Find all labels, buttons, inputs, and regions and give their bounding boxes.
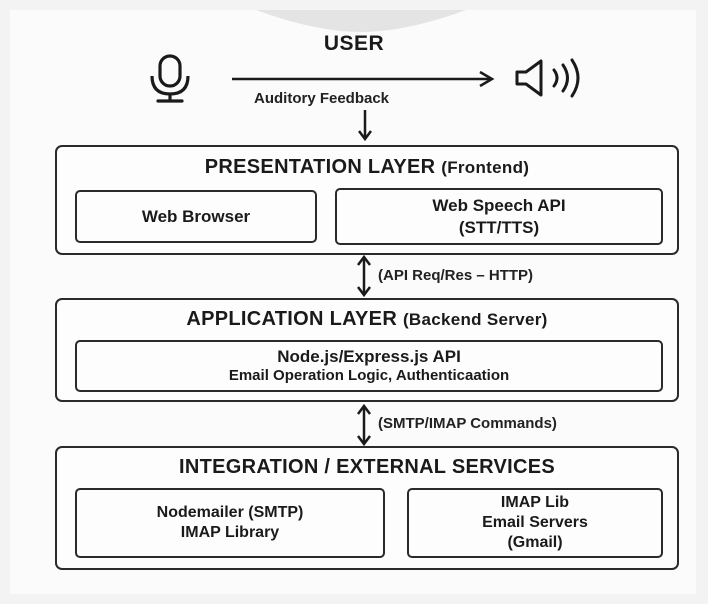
integration-layer: INTEGRATION / EXTERNAL SERVICES Nodemail… xyxy=(55,446,679,570)
auditory-feedback-label: Auditory Feedback xyxy=(254,90,390,107)
bidirectional-arrow-1 xyxy=(357,254,371,298)
bidirectional-arrow-2 xyxy=(357,403,371,447)
microphone-icon xyxy=(150,54,190,103)
presentation-layer-title: PRESENTATION LAYER (Frontend) xyxy=(204,156,530,178)
presentation-layer: PRESENTATION LAYER (Frontend) Web Browse… xyxy=(55,145,679,255)
nodemailer-box: Nodemailer (SMTP) IMAP Library xyxy=(75,488,385,558)
imap-lib-email-servers-box: IMAP Lib Email Servers (Gmail) xyxy=(407,488,663,558)
application-layer-title: APPLICATION LAYER (Backend Server) xyxy=(186,308,548,330)
user-title: USER xyxy=(323,32,385,55)
connector-1-label: (API Req/Res – HTTP) xyxy=(378,267,534,284)
integration-layer-title: INTEGRATION / EXTERNAL SERVICES xyxy=(178,456,556,478)
top-decoration xyxy=(256,10,466,32)
application-layer: APPLICATION LAYER (Backend Server) Node.… xyxy=(55,298,679,402)
web-speech-api-box: Web Speech API (STT/TTS) xyxy=(335,188,663,245)
web-browser-box: Web Browser xyxy=(75,190,317,243)
flow-arrow-right xyxy=(232,70,495,88)
nodejs-express-box: Node.js/Express.js API Email Operation L… xyxy=(75,340,663,392)
arrow-down-to-presentation xyxy=(358,110,372,142)
connector-2-label: (SMTP/IMAP Commands) xyxy=(378,415,557,432)
speaker-icon xyxy=(515,58,580,98)
